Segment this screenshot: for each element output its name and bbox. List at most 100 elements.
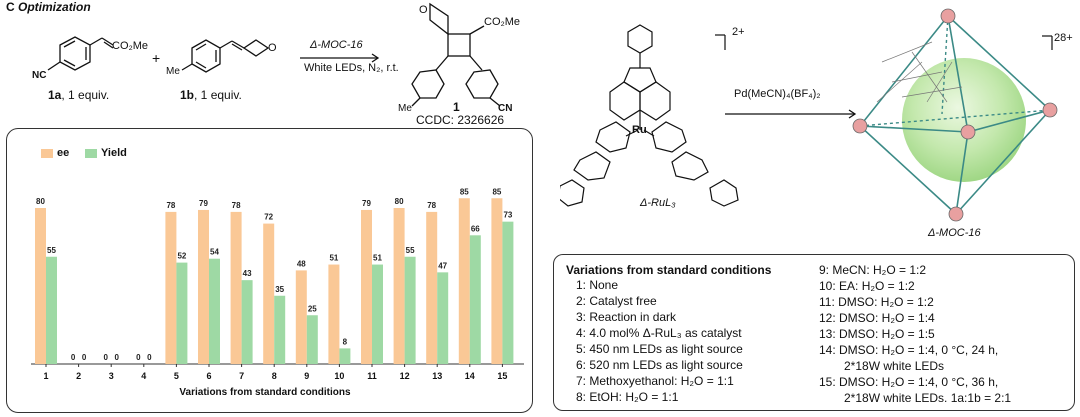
bar-ee-5 [165,211,177,364]
data-label-yield-14: 66 [471,224,480,233]
bar-ee-7 [230,211,242,364]
reactant-a-equiv: , 1 equiv. [61,88,110,102]
variation-item: 13: DMSO: H₂O = 1:5 [819,327,935,341]
section-letter: C [6,0,15,14]
bar-ee-12 [393,208,405,364]
data-label-ee-15: 85 [492,187,501,196]
data-label-yield-2: 0 [82,353,87,362]
x-tick-label-12: 12 [400,371,410,381]
variation-item: 2*18W white LEDs [844,359,945,373]
variation-item: 1: None [576,278,619,292]
variation-item: 2: Catalyst free [576,294,657,308]
cage-sphere [902,58,1026,182]
legend-label-yield: Yield [101,147,127,159]
bar-ee-13 [426,211,438,364]
data-label-ee-5: 78 [166,201,175,210]
cage-drawing [852,8,1058,222]
x-tick-label-14: 14 [465,371,475,381]
bar-ee-9 [295,270,307,364]
bar-yield-7 [241,280,253,364]
variation-item: 15: DMSO: H₂O = 1:4, 0 °C, 36 h, [819,375,999,389]
ru-complex-charge: 2+ [732,26,745,38]
bar-ee-8 [263,223,275,364]
reactant-b-name: 1b [180,88,195,102]
bar-yield-13 [437,272,449,364]
x-tick-label-15: 15 [497,371,507,381]
legend-label-ee: ee [57,147,70,159]
pd-node-front [960,124,976,140]
x-tick-label-3: 3 [109,371,114,381]
data-label-yield-12: 55 [406,246,415,255]
x-tick-label-2: 2 [76,371,81,381]
variation-item: 8: EtOH: H₂O = 1:1 [576,390,679,404]
data-label-ee-13: 78 [427,201,436,210]
variation-item: 11: DMSO: H₂O = 1:2 [819,295,934,309]
product-o: O [419,4,428,16]
data-label-ee-7: 78 [232,201,241,210]
product-cn: CN [498,103,513,114]
x-tick-label-4: 4 [141,371,146,381]
reactant-b-ring [191,39,221,73]
section-title: Optimization [18,0,91,14]
section-header: C Optimization [6,0,91,14]
reactant-a-name: 1a [48,88,62,102]
cage-label: Δ-MOC-16 [928,227,981,239]
reagent-arrow [725,109,857,119]
data-label-yield-11: 51 [373,254,382,263]
variation-item: 7: Methoxyethanol: H₂O = 1:1 [576,374,734,388]
x-tick-label-1: 1 [43,371,48,381]
variation-item: 5: 450 nm LEDs as light source [576,342,743,356]
pd-node-bottom [948,206,964,222]
bar-ee-1 [35,208,46,364]
reaction-scheme-drawing: CO₂Me [47,2,501,107]
variation-item: 14: DMSO: H₂O = 1:4, 0 °C, 24 h, [819,343,999,357]
x-tick-label-13: 13 [432,371,442,381]
conditions-bottom: White LEDs, N₂, r.t. [304,62,399,74]
me-group-b: Me [166,66,180,77]
data-label-ee-6: 79 [199,199,208,208]
variation-item: 9: MeCN: H₂O = 1:2 [819,263,927,277]
bar-ee-11 [361,209,372,364]
x-tick-label-7: 7 [239,371,244,381]
co2me-group-a: CO₂Me [112,40,148,52]
data-label-yield-6: 54 [210,248,219,257]
data-label-yield-15: 73 [503,211,512,220]
data-label-yield-8: 35 [275,285,284,294]
x-tick-label-9: 9 [304,371,309,381]
nc-group: NC [32,70,47,81]
data-label-ee-2: 0 [71,353,76,362]
x-tick-label-5: 5 [174,371,179,381]
bar-ee-10 [328,264,340,364]
data-label-ee-8: 72 [264,213,273,222]
variations-title: Variations from standard conditions [566,263,772,277]
oxetane-o-b: O [268,42,277,54]
bar-yield-1 [46,256,57,364]
data-label-ee-10: 51 [329,254,338,263]
data-label-ee-9: 48 [297,259,306,268]
conditions-top: Δ-MOC-16 [310,39,363,51]
legend-swatch-ee [41,149,53,158]
ru-complex-drawing [560,24,739,207]
bar-ee-15 [491,198,503,364]
variation-item: 6: 520 nm LEDs as light source [576,358,743,372]
variations-panel: Variations from standard conditions 1: N… [553,254,1075,411]
pd-node-top [940,8,956,24]
product-ccdc: CCDC: 2326626 [416,113,505,127]
x-tick-label-8: 8 [272,371,277,381]
reactant-a-label: 1a, 1 equiv. [48,88,109,102]
bar-yield-14 [469,235,481,364]
bar-ee-6 [198,209,209,364]
bar-yield-10 [339,348,351,364]
data-label-ee-1: 80 [36,197,45,206]
data-label-ee-11: 79 [362,199,371,208]
x-tick-label-6: 6 [206,371,211,381]
product-co2me: CO₂Me [484,16,521,28]
data-label-ee-4: 0 [136,353,141,362]
bar-yield-5 [176,262,188,364]
product-name: 1 [453,100,460,114]
data-label-yield-7: 43 [243,269,252,278]
data-label-yield-1: 55 [47,246,56,255]
data-label-yield-4: 0 [147,353,152,362]
bar-yield-15 [502,221,514,364]
